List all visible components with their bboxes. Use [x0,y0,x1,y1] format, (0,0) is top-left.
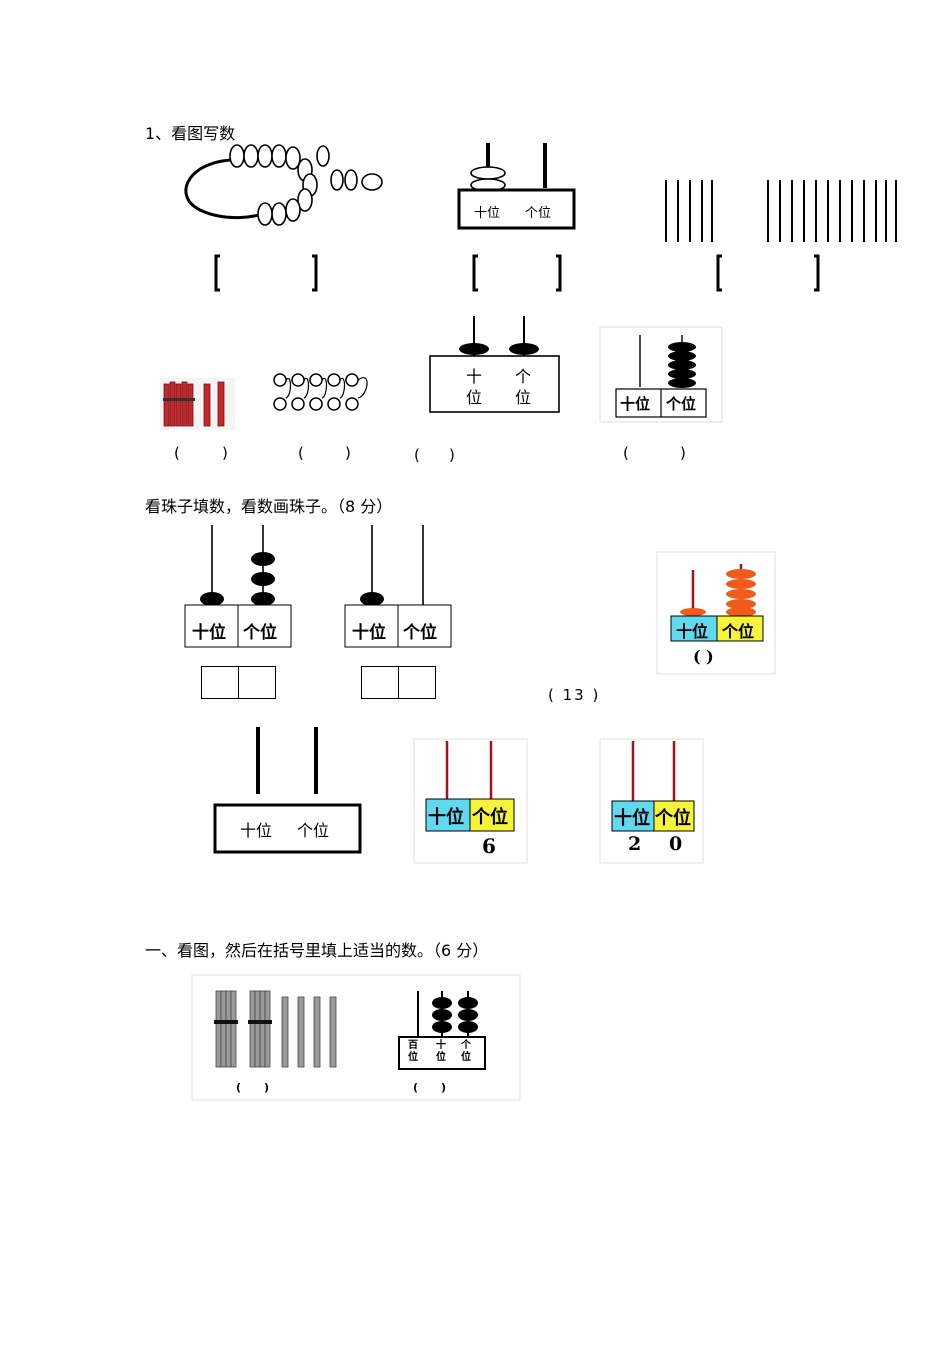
answer-box-10-tens[interactable] [361,666,399,699]
paren-open-4: ( [623,444,629,462]
answer-box-13-tens[interactable] [201,666,239,699]
empty-abacus-13 [213,727,362,854]
colored-abacus-15 [656,551,776,675]
paren-close-4: ) [680,444,686,462]
colored-abacus-20 [599,738,704,864]
abacus-one-one [429,316,560,413]
answer-bracket-3 [716,254,820,292]
paren-close-2: ) [345,444,351,462]
answer-bracket-2 [472,254,562,292]
abacus-10-ones: 个位 [403,623,437,643]
colored-abacus-15-ones: 个位 [722,622,755,641]
empty-abacus-13-ones: 个位 [297,821,330,840]
abacus-10 [344,525,452,648]
red-stick-bundle-image [160,378,235,430]
colored-abacus-20-ones-value: 0 [669,833,683,855]
paren-open-2: ( [298,444,304,462]
board-six-label-tens: 十位 [620,395,651,413]
colored-abacus-20-tens-value: 2 [628,833,642,855]
abacus-ones-char-2: 位 [515,388,532,407]
abacus-tens-char-2: 位 [466,388,483,407]
colored-abacus-6-ones: 个位 [472,807,508,828]
abacus-10-tens: 十位 [352,623,386,643]
abacus-tens-char-1: 十 [466,367,483,386]
section3-label-tens: 十位 [436,1040,446,1063]
abacus-13-tens: 十位 [192,623,226,643]
section3-heading: 一、看图，然后在括号里填上适当的数。（6 分） [145,941,489,960]
abacus-label-ones: 个位 [525,206,552,221]
bead-necklace-image [184,144,383,226]
answer-box-13-ones[interactable] [238,666,276,699]
colored-abacus-20-tens: 十位 [614,808,650,829]
section1-heading: 1、看图写数 [145,124,236,143]
colored-abacus-15-tens: 十位 [676,622,709,641]
paren-open-1: ( [174,444,180,462]
ten-beads-image [273,373,368,411]
colored-abacus-6 [413,738,528,864]
answer-bracket-1 [214,254,318,292]
colored-abacus-6-value: 6 [482,834,496,858]
abacus-ones-char-1: 个 [515,367,532,386]
section3-label-hundreds: 百位 [408,1040,418,1063]
paren-close-3: ) [449,446,455,464]
section3-label-ones: 个位 [461,1040,471,1063]
given-number-13: ( 13 ) [548,686,601,704]
paren-open-3: ( [414,446,420,464]
abacus-board-six [599,326,723,423]
abacus-13-ones: 个位 [243,623,277,643]
answer-box-10-ones[interactable] [398,666,436,699]
section3-paren-sticks: ( ) [236,1081,270,1094]
colored-abacus-15-paren: ( ) [693,647,714,666]
section2-heading: 看珠子填数，看数画珠子。（8 分） [145,497,393,516]
section3-picture-frame [191,974,521,1101]
sticks-image [665,180,897,242]
board-six-label-ones: 个位 [666,395,697,413]
section3-paren-abacus: ( ) [413,1081,447,1094]
paren-close-1: ) [222,444,228,462]
colored-abacus-6-tens: 十位 [428,807,464,828]
abacus-two-tens [457,143,576,230]
abacus-label-tens: 十位 [474,206,501,221]
abacus-13 [184,525,292,648]
empty-abacus-13-tens: 十位 [240,821,273,840]
colored-abacus-20-ones: 个位 [655,808,691,829]
